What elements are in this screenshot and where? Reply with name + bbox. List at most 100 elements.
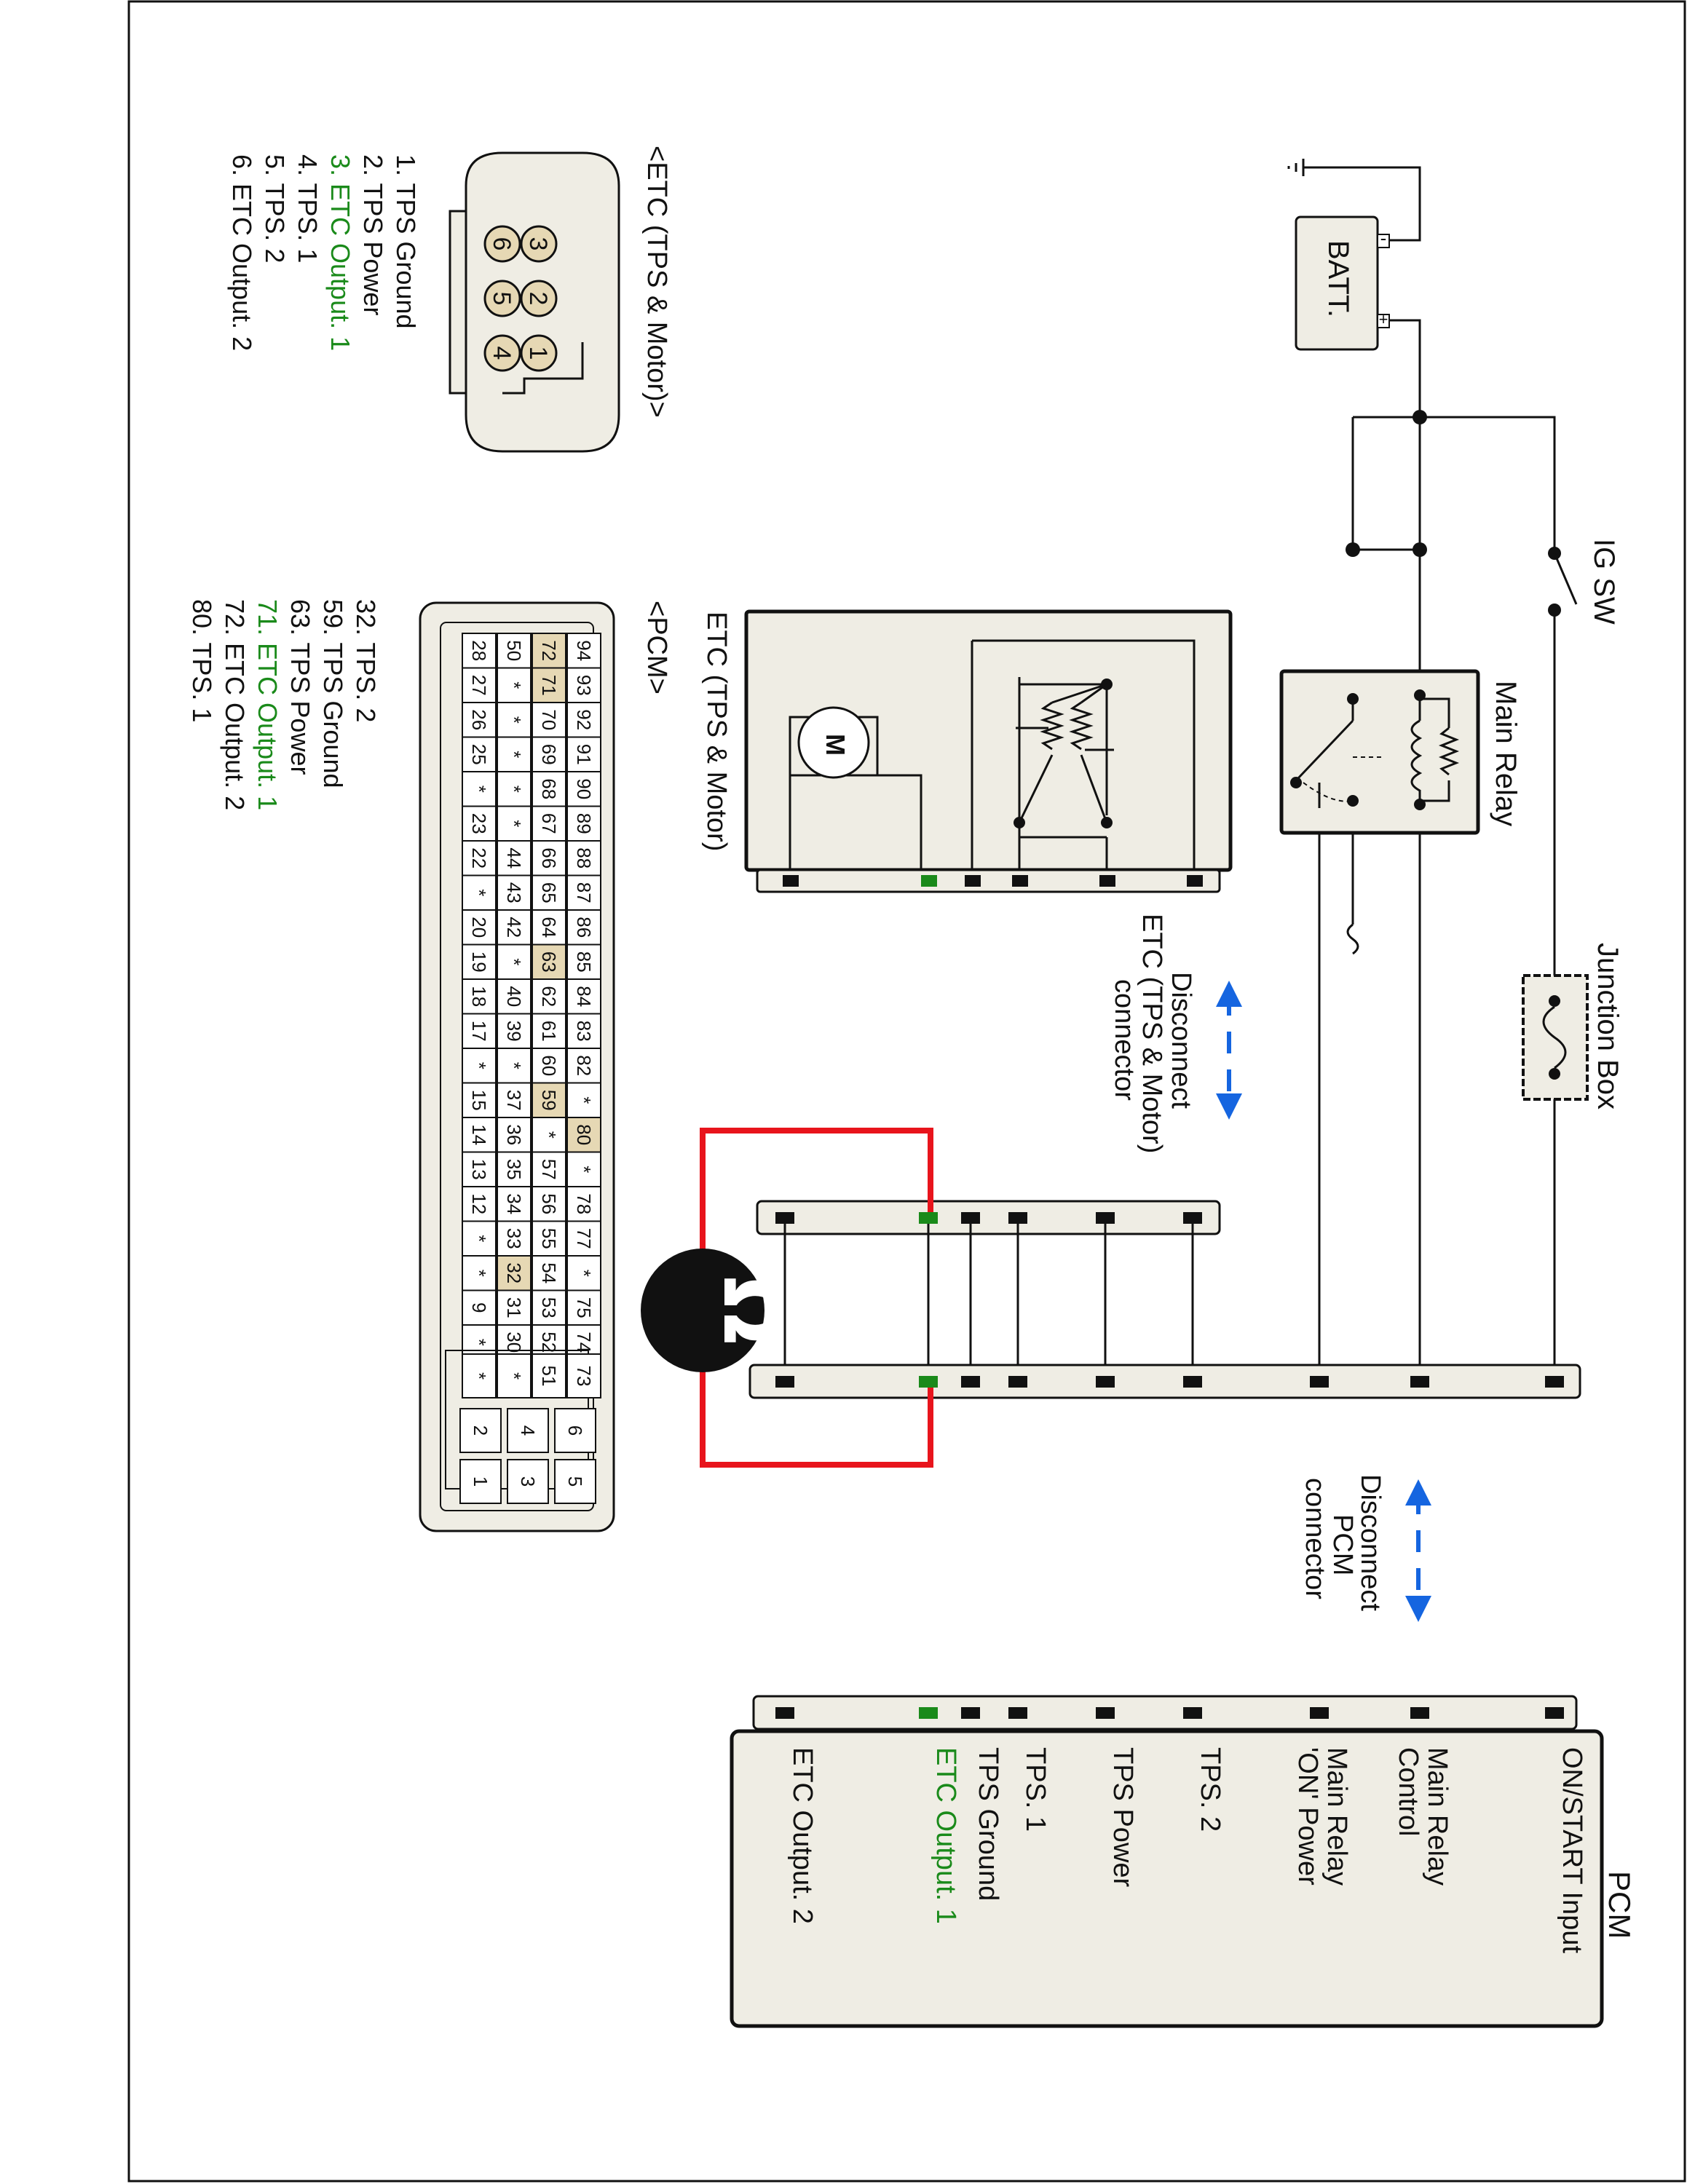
pcm-cavity-number: 62 bbox=[538, 986, 560, 1007]
pcm-pin-label: ETC Output. 1 bbox=[931, 1747, 961, 1924]
etc-pin bbox=[483, 334, 521, 372]
etc-legend-item: 5. TPS. 2 bbox=[260, 154, 290, 263]
pcm-legend-item: 72. ETC Output. 2 bbox=[220, 599, 250, 810]
pcm-cavity bbox=[462, 1353, 497, 1398]
pcm-cavity-number: 59 bbox=[538, 1090, 560, 1111]
harness-wires bbox=[783, 1224, 1194, 1369]
motor-symbol: M bbox=[821, 734, 850, 756]
pcm-cavity-number: 30 bbox=[503, 1332, 525, 1353]
pcm-cavity-number: 54 bbox=[538, 1262, 560, 1283]
pcm-pin-marker bbox=[919, 1707, 938, 1719]
pcm-cavity bbox=[532, 943, 566, 980]
pcm-cavity bbox=[566, 736, 601, 772]
battery-label: BATT. bbox=[1322, 240, 1354, 317]
pcm-cavity bbox=[566, 1289, 601, 1326]
pcm-cavity bbox=[532, 909, 566, 946]
pcm-cavity-number: * bbox=[503, 1372, 525, 1380]
pcm-cavity bbox=[566, 1255, 601, 1291]
pcm-legend-item: 59. TPS Ground bbox=[318, 599, 348, 788]
pcm-cavity bbox=[462, 1220, 497, 1257]
pcm-cavity-number: 14 bbox=[468, 1124, 490, 1145]
pcm-cavity-number: 31 bbox=[503, 1297, 525, 1318]
pcm-cavity-number: 19 bbox=[468, 951, 490, 973]
pcm-cavity-number: 56 bbox=[538, 1193, 560, 1214]
pcm-cavity-number: 66 bbox=[538, 847, 560, 869]
pcm-cavity-number: 88 bbox=[573, 847, 595, 869]
pcm-cavity bbox=[532, 667, 566, 703]
pcm-cavity-number: * bbox=[468, 889, 490, 896]
pcm-cavity-number: 84 bbox=[573, 986, 595, 1007]
pcm-cavity bbox=[554, 1408, 596, 1453]
pcm-cavity-number: 3 bbox=[517, 1476, 539, 1487]
etc-pin bbox=[483, 225, 521, 263]
pcm-cavity-number: 53 bbox=[538, 1297, 560, 1318]
pcm-cavity bbox=[462, 978, 497, 1015]
pcm-pin-marker bbox=[1183, 1707, 1202, 1719]
pcm-pin-label: TPS. 2 bbox=[1195, 1747, 1225, 1832]
etc-pin bbox=[520, 334, 558, 372]
pcm-cavity bbox=[532, 840, 566, 877]
pcm-cavity-number: 80 bbox=[573, 1124, 595, 1145]
pcm-cavity-number: 1 bbox=[470, 1476, 491, 1487]
pcm-cavity bbox=[532, 1353, 566, 1398]
pcm-cavity-number: 86 bbox=[573, 917, 595, 938]
ohmmeter-probe-wires bbox=[700, 1128, 933, 1468]
pcm-cavity-number: 85 bbox=[573, 951, 595, 973]
pcm-cavity bbox=[462, 805, 497, 842]
pcm-cavity bbox=[566, 702, 601, 738]
pcm-cavity-number: 43 bbox=[503, 882, 525, 903]
pcm-harness-connector bbox=[748, 1364, 1581, 1399]
pcm-cavity-number: 4 bbox=[517, 1425, 539, 1436]
pcm-cavity bbox=[532, 805, 566, 842]
etc-pin bbox=[520, 225, 558, 263]
pcm-cavity-number: * bbox=[503, 716, 525, 724]
pcm-pin-marker bbox=[961, 1707, 980, 1719]
pcm-cavity bbox=[532, 874, 566, 911]
pcm-cavity bbox=[462, 840, 497, 877]
battery-plus-label: + bbox=[1379, 310, 1388, 328]
pcm-cavity bbox=[566, 943, 601, 980]
etc-connector-title: <ETC (TPS & Motor)> bbox=[641, 146, 672, 418]
etc-disconnect-line2: ETC (TPS & Motor) bbox=[1137, 914, 1167, 1153]
pcm-cavity bbox=[532, 1013, 566, 1049]
pcm-pin-label: ETC Output. 2 bbox=[787, 1747, 818, 1924]
pcm-cavity-number: 17 bbox=[468, 1021, 490, 1042]
pcm-legend-item: 71. ETC Output. 1 bbox=[253, 599, 283, 810]
pcm-cavity-number: 32 bbox=[503, 1262, 525, 1283]
pcm-cavity-number: * bbox=[468, 1235, 490, 1242]
etc-pin-number: 1 bbox=[524, 347, 552, 360]
pcm-cavity-number: 26 bbox=[468, 709, 490, 730]
pcm-cavity-number: 39 bbox=[503, 1021, 525, 1042]
pcm-cavity-number: 6 bbox=[564, 1425, 586, 1436]
pcm-legend-item: 32. TPS. 2 bbox=[351, 599, 381, 722]
pcm-cavity bbox=[532, 736, 566, 772]
pcm-cavity bbox=[566, 667, 601, 703]
pcm-cavity bbox=[507, 1408, 549, 1453]
ig-sw-label: IG SW bbox=[1588, 539, 1620, 625]
battery-minus-label: - bbox=[1380, 227, 1387, 249]
pcm-legend-item: 80. TPS. 1 bbox=[187, 599, 217, 722]
pcm-cavity-number: 74 bbox=[573, 1332, 595, 1353]
pcm-disconnect-callout: Disconnect PCM connector bbox=[1300, 1474, 1431, 1622]
pcm-cavity-number: 73 bbox=[573, 1366, 595, 1387]
pcm-cavity bbox=[566, 771, 601, 807]
pcm-cavity-number: 57 bbox=[538, 1159, 560, 1180]
etc-pin-number: 3 bbox=[524, 237, 552, 251]
pcm-pin-label: TPS Ground bbox=[973, 1747, 1003, 1901]
pcm-cavity-number: * bbox=[468, 1339, 490, 1346]
pcm-cavity-number: 70 bbox=[538, 709, 560, 730]
pcm-cavity-number: * bbox=[573, 1096, 595, 1104]
pcm-cavity-number: 33 bbox=[503, 1228, 525, 1249]
pcm-cavity bbox=[532, 702, 566, 738]
ohmmeter-symbol: Ω bbox=[706, 1276, 799, 1345]
pcm-pin-label: Main Relay bbox=[1422, 1747, 1453, 1886]
battery: - + BATT. bbox=[1287, 159, 1390, 351]
pcm-cavity bbox=[497, 1353, 532, 1398]
pcm-cavity-number: * bbox=[468, 786, 490, 793]
pcm-cavity-number: 75 bbox=[573, 1297, 595, 1318]
pcm-cavity-number: 12 bbox=[468, 1193, 490, 1214]
pcm-cavity-number: 2 bbox=[470, 1425, 491, 1436]
